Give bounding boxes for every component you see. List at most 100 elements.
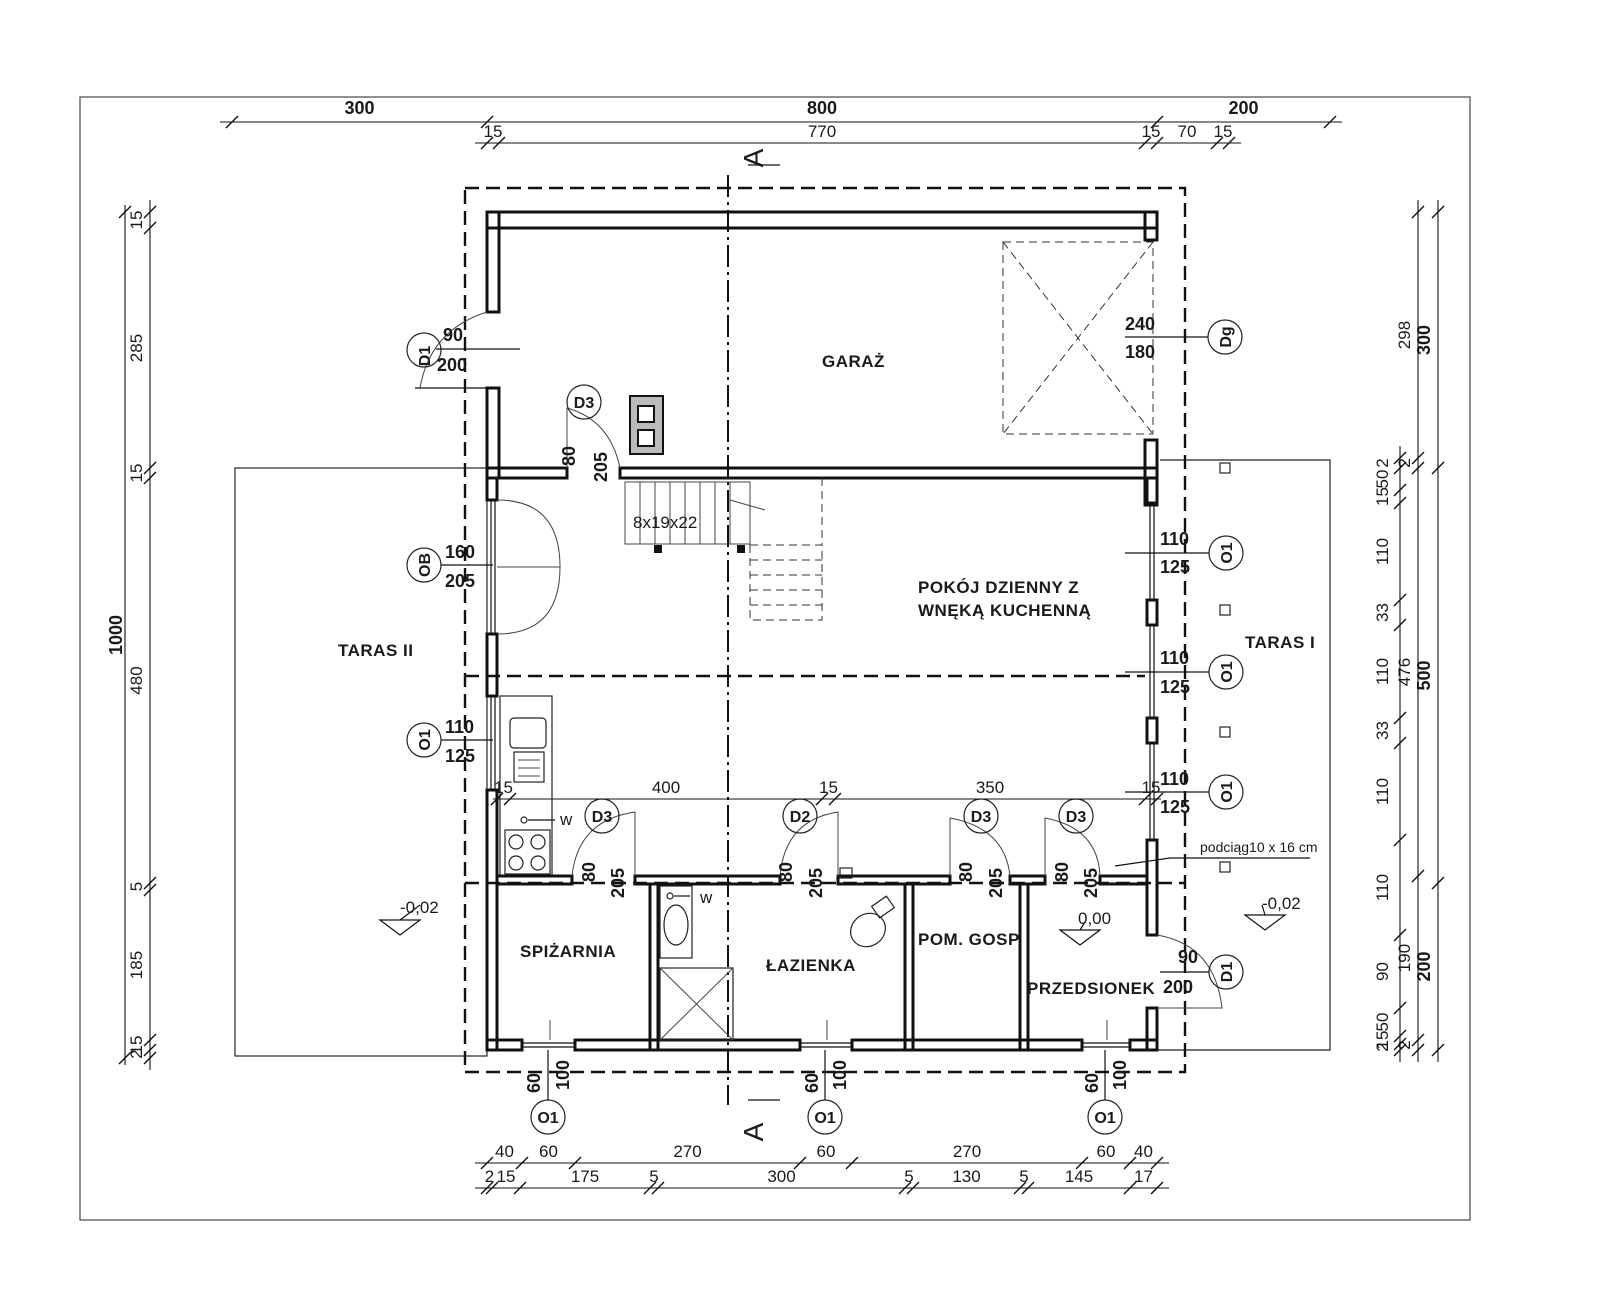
dim-label: 300 bbox=[344, 98, 374, 118]
dim-label: 70 bbox=[1178, 122, 1197, 141]
room-living-line1: POKÓJ DZIENNY Z bbox=[918, 578, 1079, 597]
dim-tick bbox=[118, 205, 132, 219]
svg-text:O1: O1 bbox=[537, 1110, 558, 1127]
dim-label: 300 bbox=[767, 1167, 795, 1186]
dim-tick bbox=[1150, 1156, 1164, 1170]
dim-label: 270 bbox=[953, 1142, 981, 1161]
dim-tick bbox=[1323, 115, 1337, 129]
svg-text:110: 110 bbox=[1160, 529, 1189, 549]
dim-label: 5 bbox=[1019, 1167, 1028, 1186]
svg-text:80: 80 bbox=[956, 862, 976, 882]
dim-tick bbox=[1411, 1043, 1425, 1057]
dim-label: 175 bbox=[571, 1167, 599, 1186]
dim-label: 5 bbox=[904, 1167, 913, 1186]
dim-tick bbox=[1150, 792, 1164, 806]
level-mark-floor: 0,00 bbox=[1058, 909, 1111, 946]
room-garage: GARAŻ bbox=[822, 352, 885, 371]
dim-label: 40 bbox=[495, 1142, 514, 1161]
dim-tick bbox=[1393, 928, 1407, 942]
svg-text:-0,02: -0,02 bbox=[400, 898, 439, 917]
dim-tick bbox=[1393, 1043, 1407, 1057]
dim-label: 5 bbox=[127, 882, 146, 891]
dim-tick bbox=[651, 1181, 665, 1195]
dim-label: 200 bbox=[1414, 951, 1434, 981]
dim-label: 145 bbox=[1065, 1167, 1093, 1186]
room-terrace-1: TARAS I bbox=[1245, 633, 1315, 652]
svg-text:205: 205 bbox=[608, 868, 628, 898]
svg-text:Dg: Dg bbox=[1218, 326, 1235, 347]
dim-tick bbox=[503, 792, 517, 806]
dim-tick bbox=[485, 1181, 499, 1195]
dim-tick bbox=[225, 115, 239, 129]
dim-tick bbox=[480, 1156, 494, 1170]
dim-tick bbox=[480, 1181, 494, 1195]
dim-label: 50 bbox=[1373, 1013, 1392, 1032]
dim-label: 110 bbox=[1373, 658, 1392, 685]
dim-label: 15 bbox=[127, 1036, 146, 1055]
svg-text:D2: D2 bbox=[790, 809, 811, 826]
dim-tick bbox=[143, 1051, 157, 1065]
svg-text:90: 90 bbox=[1178, 947, 1198, 967]
tag-d3-garage: D3 80 205 bbox=[559, 384, 611, 482]
door-swing-d3-vest bbox=[1044, 817, 1101, 877]
dim-label: 15 bbox=[1373, 1031, 1392, 1050]
dim-label: 15 bbox=[1142, 122, 1161, 141]
door-swing-d3-utility bbox=[949, 817, 1011, 877]
level-mark-left: -0,02 bbox=[378, 898, 439, 936]
dim-tick bbox=[1075, 1156, 1089, 1170]
bathroom-fixtures bbox=[659, 885, 896, 1041]
stairs-label: 8x19x22 bbox=[633, 513, 697, 532]
garage-door-dg bbox=[1002, 241, 1154, 435]
dim-label: 50 bbox=[1373, 470, 1392, 489]
tag-o1-right-2: O1 110 125 bbox=[1125, 648, 1244, 697]
dim-tick bbox=[143, 876, 157, 890]
svg-text:60: 60 bbox=[802, 1073, 822, 1093]
svg-text:D1: D1 bbox=[417, 346, 434, 367]
dim-label: 285 bbox=[127, 334, 146, 362]
dim-label: 2 bbox=[127, 1049, 146, 1058]
dim-label: 15 bbox=[494, 778, 513, 797]
dim-tick bbox=[568, 1156, 582, 1170]
svg-text:80: 80 bbox=[1052, 862, 1072, 882]
dim-label: 15 bbox=[1214, 122, 1233, 141]
dim-tick bbox=[143, 205, 157, 219]
dim-label: 480 bbox=[127, 666, 146, 694]
dim-label: 350 bbox=[976, 778, 1004, 797]
chimney-icon bbox=[629, 395, 664, 455]
dim-label: 130 bbox=[952, 1167, 980, 1186]
dim-label: 40 bbox=[1134, 1142, 1153, 1161]
dim-tick bbox=[490, 792, 504, 806]
beam-label: podciąg10 x 16 cm bbox=[1200, 839, 1318, 855]
svg-text:0,00: 0,00 bbox=[1078, 909, 1111, 928]
dim-tick bbox=[1411, 869, 1425, 883]
dim-label: 60 bbox=[817, 1142, 836, 1161]
dim-label: 2 bbox=[1373, 458, 1392, 467]
dim-label: 90 bbox=[1373, 962, 1392, 981]
dim-label: 190 bbox=[1395, 944, 1414, 972]
dim-tick bbox=[143, 471, 157, 485]
dim-tick bbox=[643, 1181, 657, 1195]
tag-d3-pantry: D3 80 205 bbox=[579, 798, 628, 898]
dim-tick bbox=[143, 221, 157, 235]
tag-o1-bottom-2: O1 60 100 bbox=[802, 1050, 850, 1135]
door-swing-d3-pantry bbox=[571, 811, 636, 877]
svg-text:O1: O1 bbox=[417, 729, 434, 750]
terrace-right-outline bbox=[1145, 459, 1331, 1051]
dim-tick bbox=[1393, 618, 1407, 632]
svg-text:110: 110 bbox=[445, 717, 474, 737]
dim-label: 800 bbox=[807, 98, 837, 118]
dim-tick bbox=[143, 1033, 157, 1047]
svg-text:-0,02: -0,02 bbox=[1262, 894, 1301, 913]
svg-text:O1: O1 bbox=[1219, 542, 1236, 563]
svg-text:205: 205 bbox=[591, 452, 611, 482]
dim-label: 60 bbox=[539, 1142, 558, 1161]
svg-text:D1: D1 bbox=[1219, 962, 1236, 983]
sheet-frame bbox=[79, 96, 1471, 1221]
dim-tick bbox=[1393, 593, 1407, 607]
dim-label: 15 bbox=[127, 211, 146, 230]
dim-label: 110 bbox=[1373, 778, 1392, 805]
level-mark-right: -0,02 bbox=[1243, 894, 1301, 931]
svg-text:205: 205 bbox=[445, 571, 475, 591]
dim-tick bbox=[1393, 1001, 1407, 1015]
